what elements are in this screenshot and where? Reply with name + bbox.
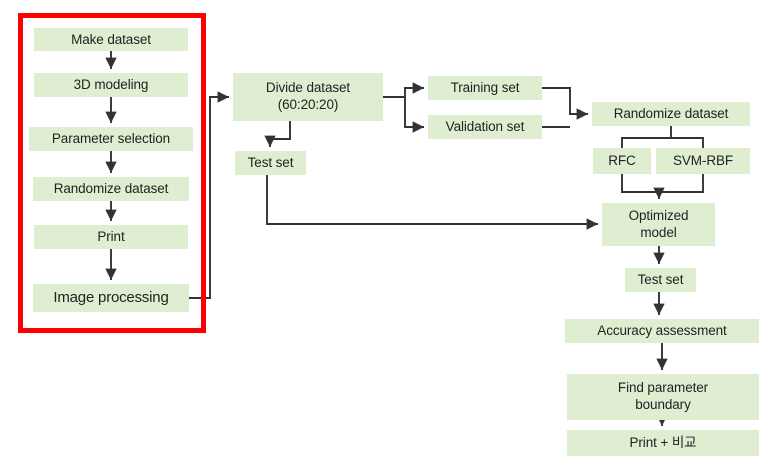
edge-divide-dataset-to-branch: [383, 82, 424, 98]
node-image-processing: Image processing: [33, 284, 189, 312]
node-test-set-1: Test set: [235, 151, 306, 175]
edge-divide-dataset-to-validation-set: [404, 97, 424, 133]
node-print: Print: [34, 225, 188, 249]
node-3d-modeling: 3D modeling: [34, 73, 188, 97]
node-randomize-dataset-1: Randomize dataset: [33, 177, 189, 201]
node-print-compare: Print + 비교: [567, 430, 759, 456]
node-training-set: Training set: [428, 76, 542, 100]
node-optimized-model: Optimized model: [602, 203, 715, 246]
node-divide-dataset: Divide dataset (60:20:20): [233, 73, 383, 121]
node-svm-rbf: SVM-RBF: [656, 148, 750, 174]
edge-svm-rbf-to-optimized-model: [659, 174, 704, 193]
node-validation-set: Validation set: [428, 115, 542, 139]
node-test-set-2: Test set: [625, 268, 696, 292]
edge-training-set-to-randomize-2: [542, 87, 588, 120]
preprocessing-stage-highlight: [18, 13, 206, 333]
edge-randomize-2-to-rfc: [621, 126, 672, 148]
edge-rfc-to-optimized-model: [621, 174, 665, 199]
edge-randomize-2-to-svm-rbf: [671, 137, 704, 148]
node-rfc: RFC: [593, 148, 651, 174]
node-make-dataset: Make dataset: [34, 28, 188, 51]
edge-divide-dataset-to-test-set: [264, 121, 291, 147]
edge-test-set-1-to-optimized-model: [266, 175, 598, 230]
node-find-parameter-boundary: Find parameter boundary: [567, 374, 759, 420]
node-accuracy-assessment: Accuracy assessment: [565, 319, 759, 343]
node-parameter-selection: Parameter selection: [29, 127, 193, 151]
node-randomize-dataset-2: Randomize dataset: [592, 102, 750, 126]
